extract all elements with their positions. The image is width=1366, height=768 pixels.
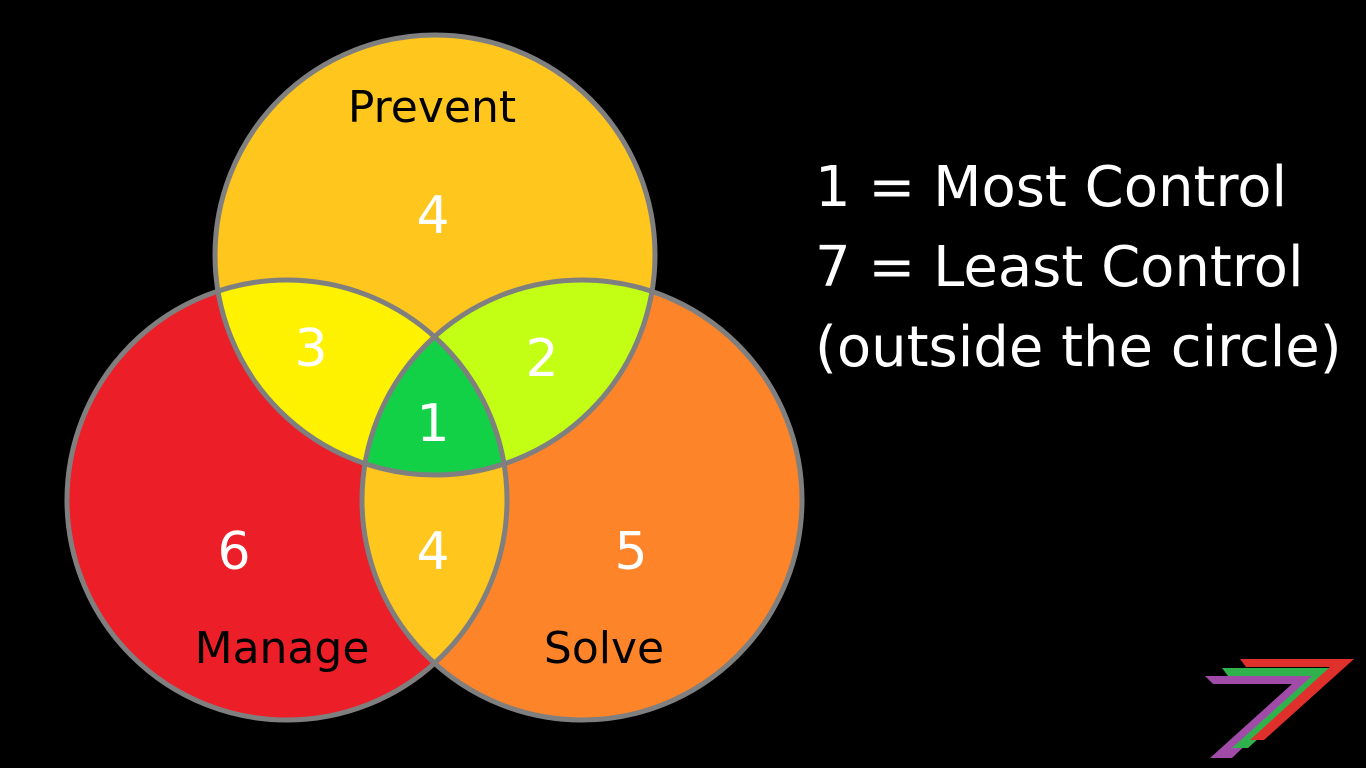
seven-logo-icon: [1205, 659, 1354, 758]
manage-outline: [64, 277, 510, 723]
control-legend: 1 = Most Control 7 = Least Control (outs…: [815, 148, 1342, 388]
region-manage-only: 6: [217, 522, 250, 582]
all-three-region: [362, 280, 507, 475]
legend-line-2: 7 = Least Control: [815, 235, 1304, 300]
legend-line-1: 1 = Most Control: [815, 155, 1288, 220]
prevent-outline: [212, 32, 658, 478]
prevent-label: Prevent: [348, 82, 516, 133]
region-prevent-solve: 2: [525, 329, 558, 389]
manage-label: Manage: [195, 623, 370, 674]
region-prevent-manage: 3: [294, 319, 327, 379]
region-all-three: 1: [416, 394, 449, 454]
solve-outline: [359, 277, 805, 723]
region-prevent-only: 4: [416, 186, 449, 246]
region-manage-solve: 4: [416, 522, 449, 582]
legend-line-3: (outside the circle): [815, 315, 1342, 380]
solve-label: Solve: [544, 623, 664, 674]
region-solve-only: 5: [614, 522, 647, 582]
